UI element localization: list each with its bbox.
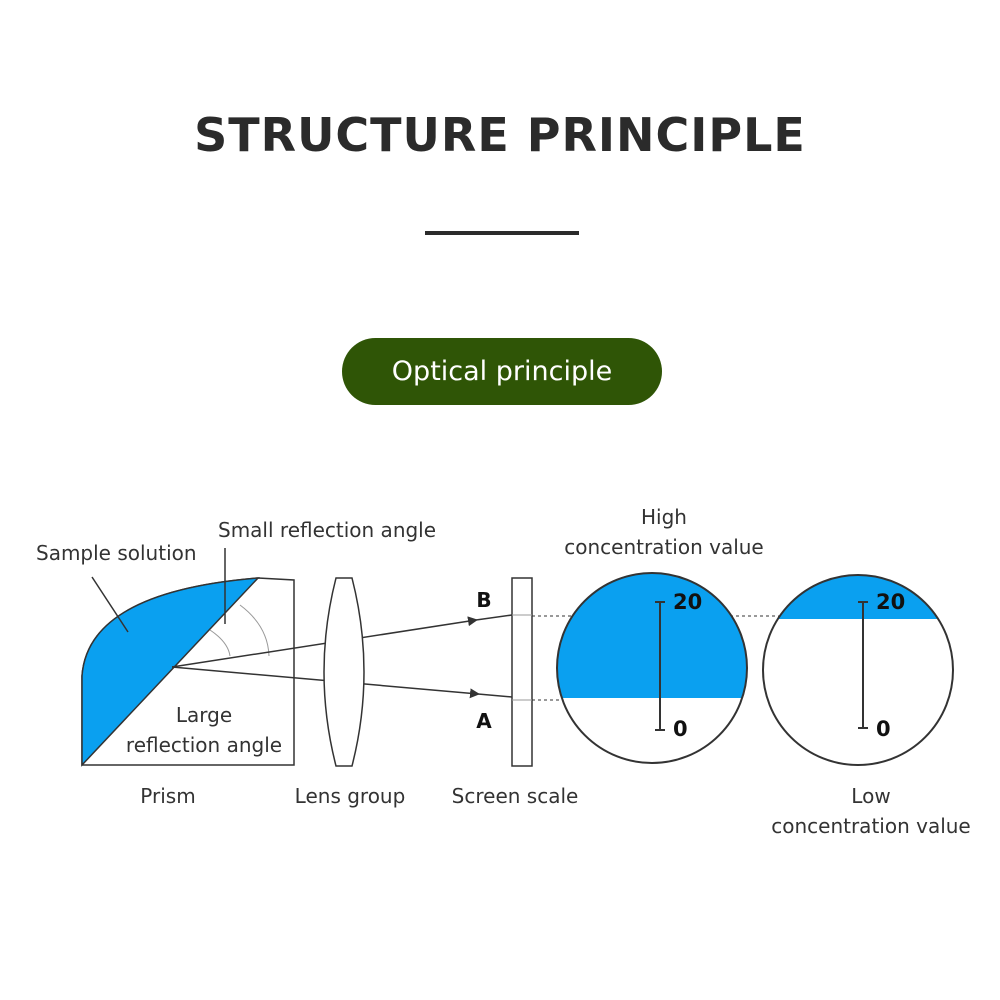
lens-group-label: Lens group bbox=[295, 784, 406, 808]
optical-principle-badge: Optical principle bbox=[342, 338, 662, 405]
low-label-2: concentration value bbox=[771, 814, 971, 838]
large-angle-arc bbox=[239, 604, 270, 657]
low-scale-top-label: 20 bbox=[876, 590, 905, 614]
sample-solution-leader bbox=[91, 576, 129, 633]
ray-to-b bbox=[171, 616, 478, 668]
title-underline bbox=[425, 231, 579, 235]
small-reflection-angle-label: Small reflection angle bbox=[218, 518, 436, 542]
lens bbox=[323, 577, 365, 767]
screen-scale-label: Screen scale bbox=[452, 784, 579, 808]
high-scale-top-label: 20 bbox=[673, 590, 702, 614]
small-angle-arc bbox=[209, 629, 231, 657]
large-reflection-angle-label-1: Large bbox=[176, 703, 232, 727]
low-label-1: Low bbox=[851, 784, 890, 808]
prism bbox=[81, 577, 295, 767]
screen-scale bbox=[511, 577, 533, 767]
prism-label: Prism bbox=[140, 784, 195, 808]
high-concentration-view bbox=[556, 572, 748, 764]
point-b-label: B bbox=[476, 588, 491, 612]
low-scale-bottom-label: 0 bbox=[876, 717, 891, 741]
sample-solution-label: Sample solution bbox=[36, 541, 197, 565]
page-title: STRUCTURE PRINCIPLE bbox=[194, 108, 806, 162]
high-label-1: High bbox=[641, 505, 687, 529]
point-a-label: A bbox=[476, 709, 492, 733]
high-label-2: concentration value bbox=[564, 535, 764, 559]
high-blue-fill bbox=[557, 573, 747, 698]
low-concentration-view bbox=[762, 574, 954, 766]
low-blue-fill bbox=[763, 575, 953, 619]
sample-solution-region bbox=[81, 577, 260, 767]
large-reflection-angle-label-2: reflection angle bbox=[126, 733, 282, 757]
high-scale-bottom-label: 0 bbox=[673, 717, 688, 741]
